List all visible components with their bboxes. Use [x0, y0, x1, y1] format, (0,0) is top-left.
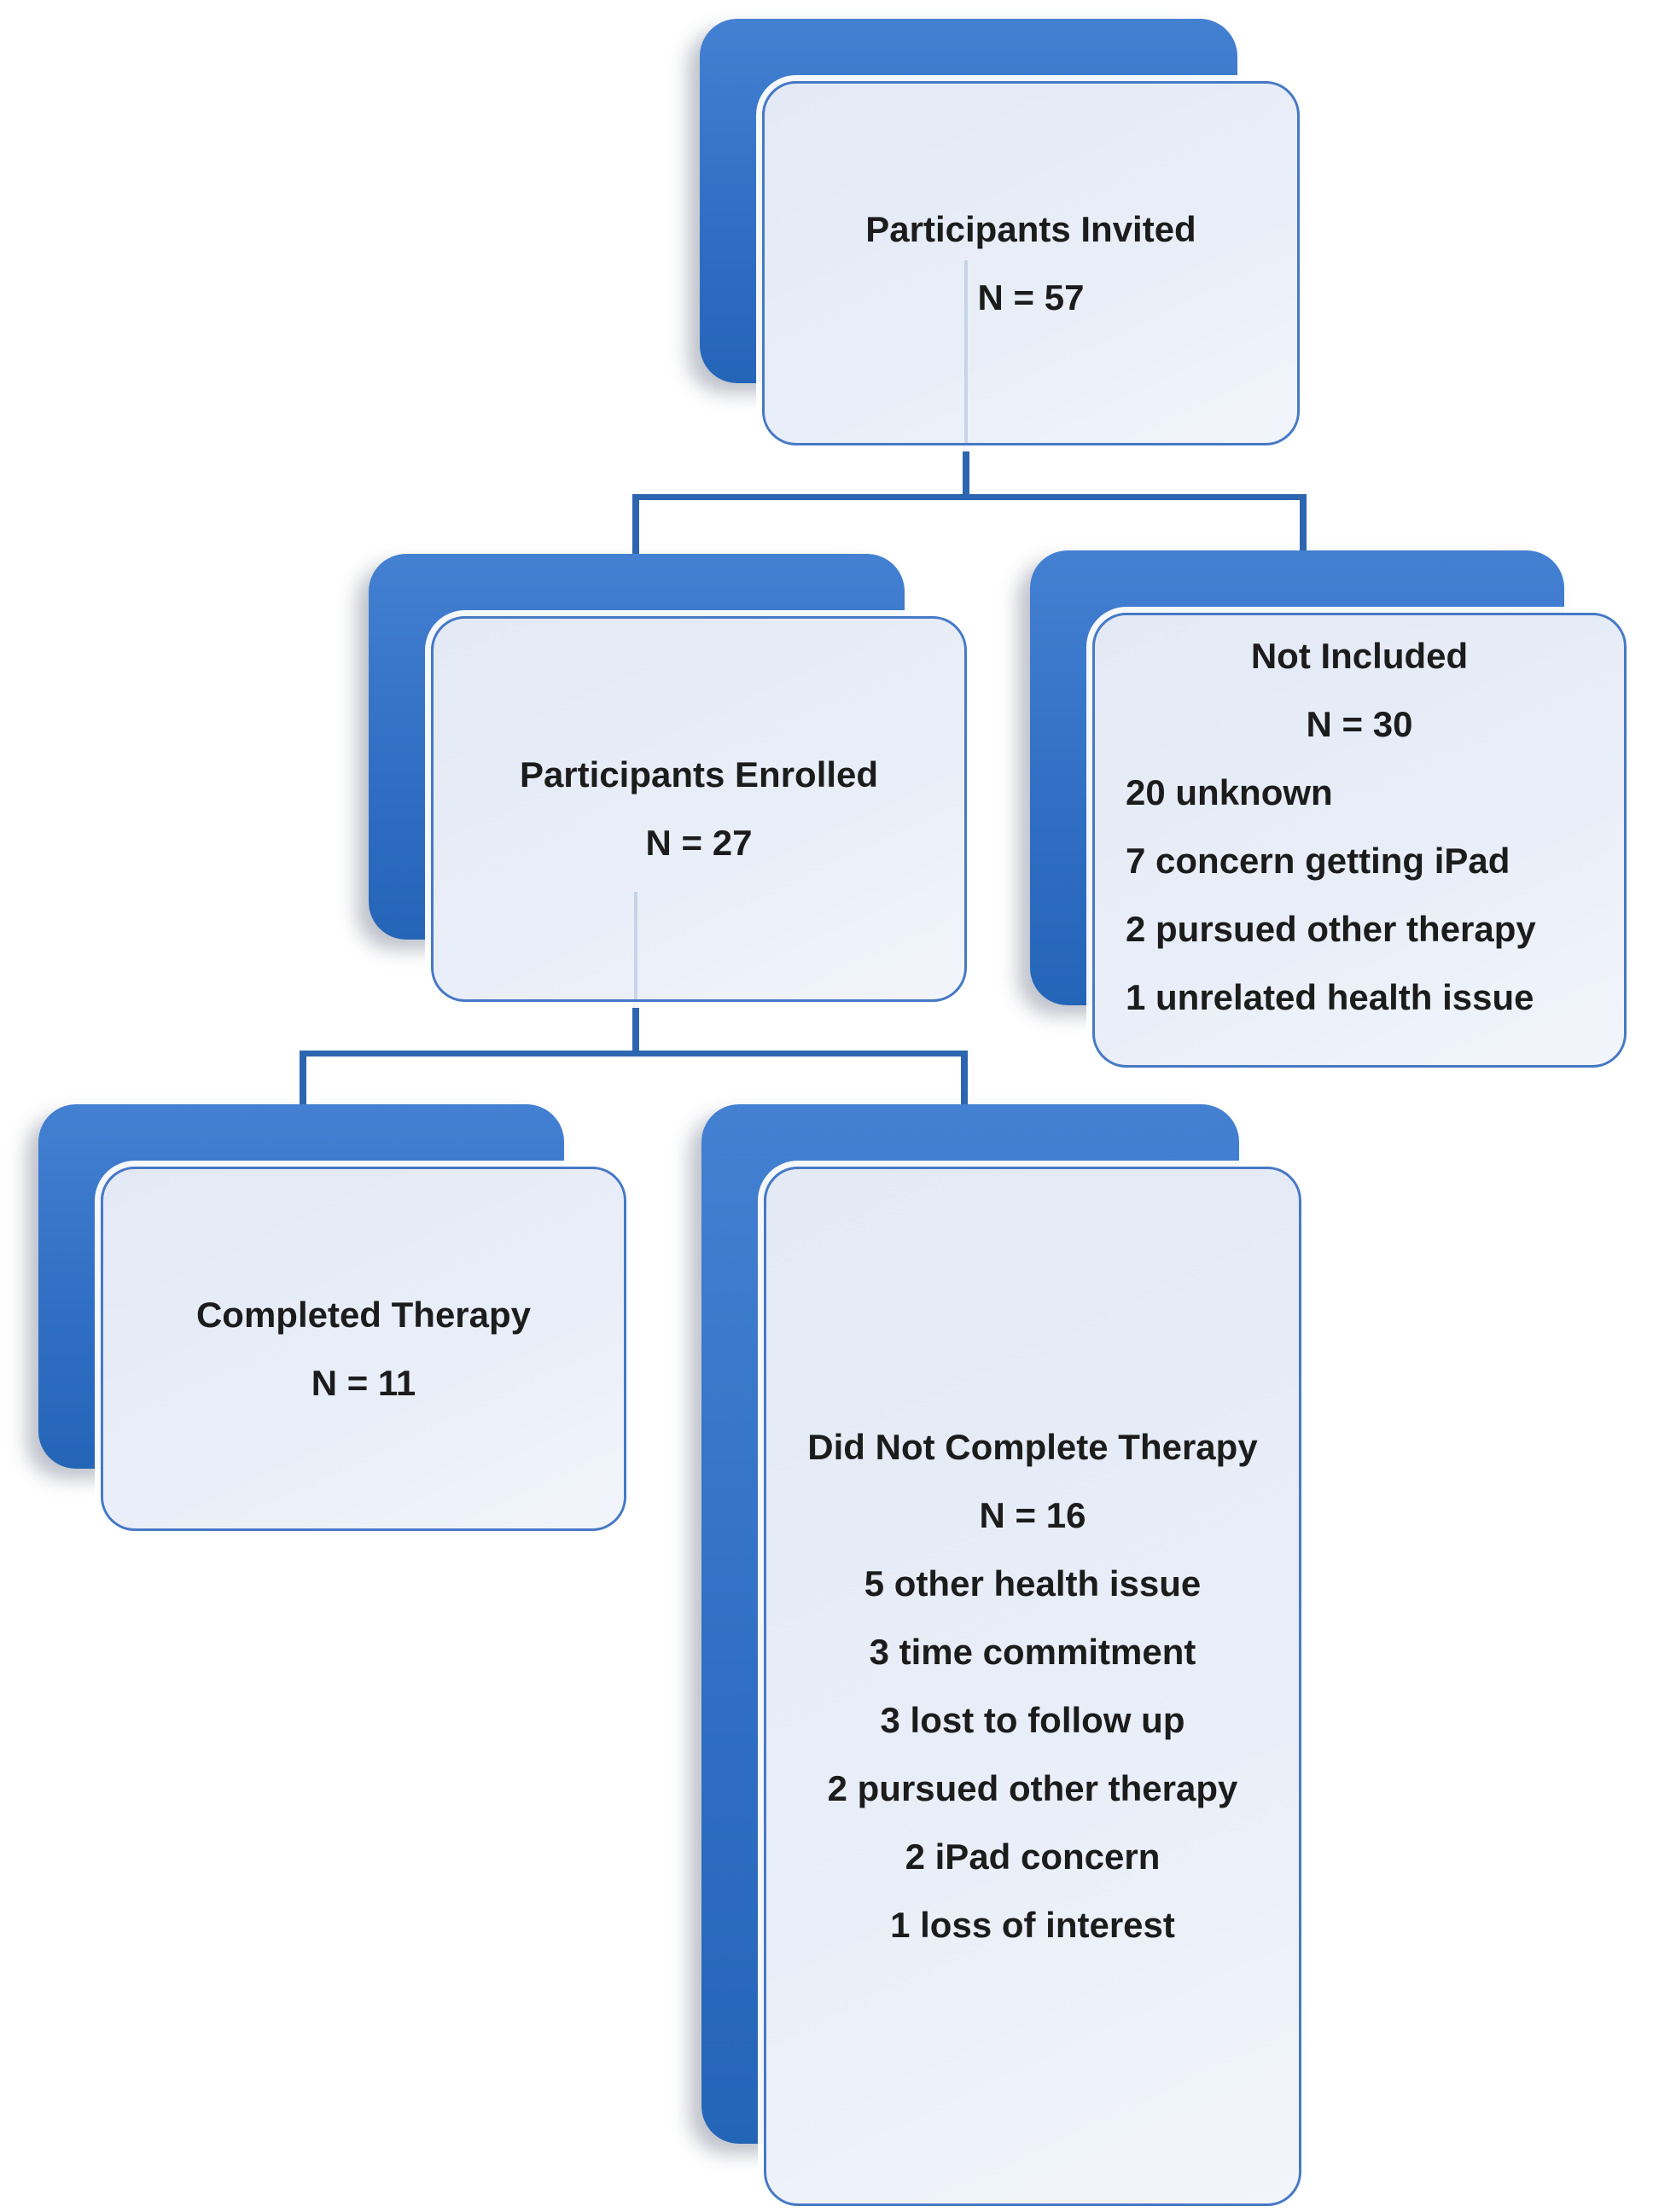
detail-line: 1 unrelated health issue — [1126, 977, 1534, 1017]
box-not-included: Not Included N = 30 20 unknown 7 concern… — [1092, 613, 1627, 1068]
box-title: Not Included — [1250, 636, 1469, 676]
connector-drop-not-included — [1300, 494, 1307, 554]
box-title: Completed Therapy — [195, 1294, 532, 1335]
connector-drop-enrolled — [632, 494, 639, 557]
detail-line: 2 iPad concern — [905, 1837, 1161, 1877]
box-n-value: N = 16 — [979, 1495, 1086, 1535]
connector-enrolled-stub — [632, 1000, 639, 1057]
detail-line: 3 lost to follow up — [880, 1700, 1185, 1740]
box-participants-enrolled: Participants Enrolled N = 27 — [431, 616, 967, 1002]
box-participants-invited: Participants Invited N = 57 — [762, 81, 1300, 445]
box-n-value: N = 27 — [645, 823, 753, 863]
connector-seam-invited — [964, 260, 968, 443]
connector-drop-did-not-complete — [961, 1051, 968, 1108]
connector-seam-enrolled — [634, 892, 637, 999]
detail-line: 20 unknown — [1126, 772, 1333, 812]
box-n-value: N = 57 — [977, 276, 1085, 317]
detail-line: 3 time commitment — [869, 1632, 1196, 1672]
detail-line: 7 concern getting iPad — [1126, 841, 1510, 881]
box-title: Participants Invited — [865, 208, 1196, 249]
connector-rail-2 — [303, 1051, 968, 1057]
box-completed-therapy: Completed Therapy N = 11 — [101, 1167, 626, 1531]
detail-line: 5 other health issue — [864, 1563, 1202, 1604]
detail-line: 1 loss of interest — [890, 1905, 1175, 1945]
box-n-value: N = 11 — [311, 1362, 416, 1403]
detail-line: 2 pursued other therapy — [827, 1768, 1238, 1808]
detail-line: 2 pursued other therapy — [1126, 909, 1536, 949]
connector-invited-stub — [963, 444, 969, 500]
box-n-value: N = 30 — [1306, 704, 1413, 744]
box-title: Did Not Complete Therapy — [807, 1427, 1258, 1467]
box-title: Participants Enrolled — [519, 754, 879, 795]
box-did-not-complete-therapy: Did Not Complete Therapy N = 16 5 other … — [764, 1167, 1301, 2206]
connector-rail-1 — [636, 494, 1307, 500]
connector-drop-completed — [300, 1051, 306, 1108]
